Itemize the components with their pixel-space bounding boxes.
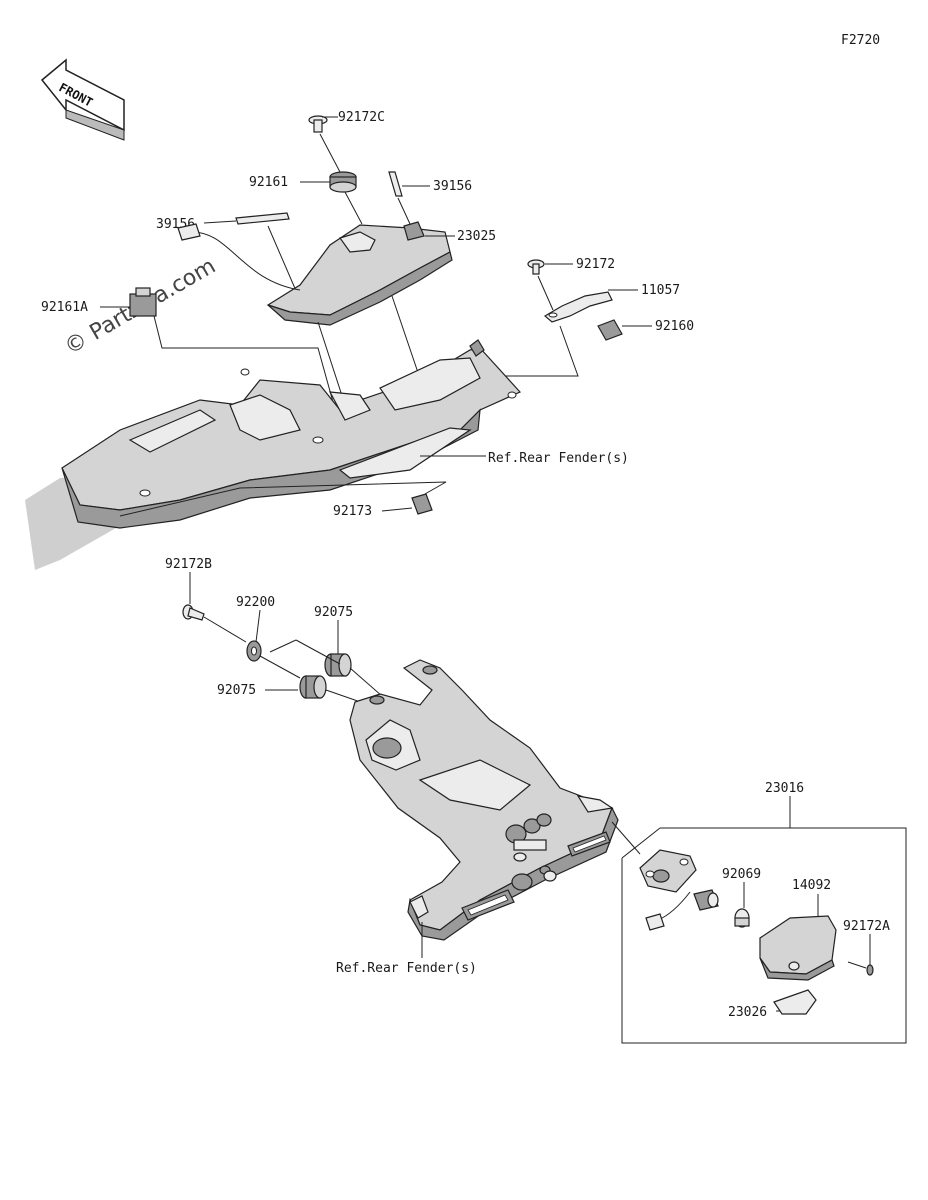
grommet-92075-top-icon — [324, 653, 352, 677]
label-92172b: 92172B — [165, 557, 212, 572]
lens-14092-icon — [759, 915, 837, 981]
label-ref-rear-fender-bottom: Ref.Rear Fender(s) — [336, 961, 477, 976]
label-23016: 23016 — [765, 781, 804, 796]
label-92200: 92200 — [236, 595, 275, 610]
damper-92160-icon — [597, 319, 623, 341]
cover-23025-icon — [177, 221, 453, 326]
pad-39156-right-icon — [388, 171, 403, 197]
label-92160: 92160 — [655, 319, 694, 334]
label-92172c: 92172C — [338, 110, 385, 125]
grommet-92075-left-icon — [299, 675, 327, 699]
label-92069: 92069 — [722, 867, 761, 882]
label-92075-top: 92075 — [314, 605, 353, 620]
label-23026: 23026 — [728, 1005, 767, 1020]
bulb-92069-icon — [734, 908, 750, 928]
label-ref-rear-fender-top: Ref.Rear Fender(s) — [488, 451, 629, 466]
label-92172a: 92172A — [843, 919, 890, 934]
socket-icon — [639, 849, 719, 931]
label-92075-left: 92075 — [217, 683, 256, 698]
pad-39156-left-icon — [235, 212, 290, 225]
front-arrow-icon: FRONT — [40, 58, 125, 141]
label-92161a: 92161A — [41, 300, 88, 315]
label-39156-right: 39156 — [433, 179, 472, 194]
label-92161: 92161 — [249, 175, 288, 190]
figure-code: F2720 — [841, 33, 880, 48]
bracket-11057-icon — [543, 291, 613, 323]
screw-92172-icon — [527, 259, 545, 275]
rear-fender-frame-upper — [25, 339, 521, 570]
label-14092: 14092 — [792, 878, 831, 893]
bolt-92172c-icon — [308, 115, 328, 133]
license-bracket-lower — [349, 659, 619, 941]
grommet-92161a-icon — [129, 287, 157, 317]
bolt-92172b-icon — [182, 604, 205, 621]
label-23025: 23025 — [457, 229, 496, 244]
label-92172: 92172 — [576, 257, 615, 272]
cover-23026-icon — [773, 989, 817, 1015]
screw-92172a-icon — [847, 961, 874, 976]
grommet-92161-icon — [329, 171, 357, 193]
clip-92173-icon — [411, 493, 433, 515]
washer-92200-icon — [246, 640, 262, 662]
label-11057: 11057 — [641, 283, 680, 298]
label-92173: 92173 — [333, 504, 372, 519]
